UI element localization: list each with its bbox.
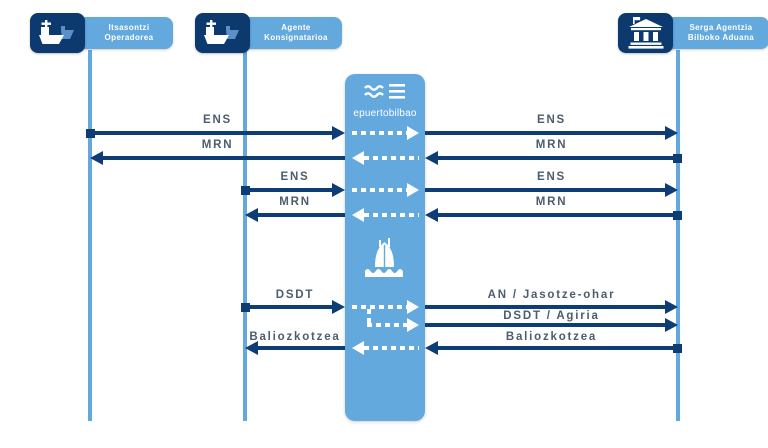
message-line xyxy=(245,305,334,309)
message-label: MRN xyxy=(535,139,568,151)
message-customs-to-hub: MRN xyxy=(425,139,682,167)
ship-front-icon xyxy=(363,237,407,286)
actor-label-line2: Bilboko Aduana xyxy=(687,33,755,42)
message-hub-to-customs: DSDT / Agiria xyxy=(425,310,678,334)
actor-operator: Itsasontzi Operadorea xyxy=(30,13,173,53)
message-origin-marker xyxy=(673,211,682,220)
hub-flow-line xyxy=(352,188,407,192)
message-label: AN / Jasotze-ohar xyxy=(487,289,616,301)
hub-flow-line xyxy=(364,156,419,160)
arrowhead-icon xyxy=(425,208,438,222)
waves-logo-icon xyxy=(364,84,405,99)
lifeline-customs xyxy=(676,50,680,421)
message-label: MRN xyxy=(535,196,568,208)
message-hub-to-customs: ENS xyxy=(425,114,678,142)
customs-building-icon xyxy=(618,13,673,53)
hub-flow-line xyxy=(352,305,407,309)
arrowhead-icon xyxy=(665,126,678,140)
message-origin-marker xyxy=(673,154,682,163)
message-hub-to-customs: ENS xyxy=(425,171,678,199)
message-line xyxy=(425,305,667,309)
arrowhead-icon xyxy=(425,341,438,355)
message-operator-to-hub: ENS xyxy=(86,114,345,142)
hub-flow-arrowhead-icon xyxy=(407,183,419,197)
hub-flow-arrowhead-icon xyxy=(407,318,419,332)
hub-name: epuertobilbao xyxy=(353,108,417,119)
actor-label-line2: Konsignatarioa xyxy=(264,33,328,42)
lifeline-agent xyxy=(243,50,247,421)
message-hub-to-operator: MRN xyxy=(90,139,345,167)
actor-label: Itsasontzi Operadorea xyxy=(77,17,173,49)
message-line xyxy=(101,156,345,160)
message-line xyxy=(425,188,667,192)
message-label: ENS xyxy=(536,171,567,183)
hub-flow-branch-line xyxy=(367,323,407,327)
actor-label: Agente Konsignatarioa xyxy=(242,17,342,49)
message-line xyxy=(245,188,334,192)
actor-label-line1: Serga Agentzia xyxy=(689,23,753,32)
arrowhead-icon xyxy=(245,341,258,355)
hub-flow-arrowhead-icon xyxy=(352,208,364,222)
hub-flow-branch-line xyxy=(367,309,371,323)
message-line xyxy=(436,213,678,217)
hub-flow-line xyxy=(352,131,407,135)
arrowhead-icon xyxy=(90,151,103,165)
message-label: Baliozkotzea xyxy=(249,331,341,343)
arrowhead-icon xyxy=(665,318,678,332)
message-label: MRN xyxy=(279,196,311,208)
message-origin-marker xyxy=(673,344,682,353)
message-origin-marker xyxy=(241,303,250,312)
actor-customs: Serga Agentzia Bilboko Aduana xyxy=(618,13,768,53)
message-agent-to-hub: DSDT xyxy=(241,289,345,316)
message-line xyxy=(425,131,667,135)
message-line xyxy=(256,346,345,350)
message-line xyxy=(436,156,678,160)
hub-flow-line xyxy=(364,346,419,350)
arrowhead-icon xyxy=(332,300,345,314)
message-hub-to-agent: Baliozkotzea xyxy=(245,331,345,357)
lifeline-operator xyxy=(88,50,92,421)
actor-label-line2: Operadorea xyxy=(104,33,154,42)
actor-agent: Agente Konsignatarioa xyxy=(195,13,342,53)
hub-flow-arrowhead-icon xyxy=(352,341,364,355)
message-label: ENS xyxy=(202,114,233,126)
arrowhead-icon xyxy=(332,126,345,140)
message-line xyxy=(436,346,678,350)
message-line xyxy=(425,323,667,327)
arrowhead-icon xyxy=(665,183,678,197)
hub-flow-line xyxy=(364,213,419,217)
message-hub-to-customs: AN / Jasotze-ohar xyxy=(425,289,678,316)
message-label: DSDT xyxy=(275,289,315,301)
hub-logo: epuertobilbao xyxy=(345,82,425,119)
message-customs-to-hub: MRN xyxy=(425,196,682,224)
hub-flow-arrowhead-icon xyxy=(407,126,419,140)
hub-flow-arrowhead-icon xyxy=(407,300,419,314)
arrowhead-icon xyxy=(332,183,345,197)
ship-icon xyxy=(30,13,85,53)
actor-label-line1: Agente xyxy=(281,23,311,32)
message-origin-marker xyxy=(86,129,95,138)
actor-label: Serga Agentzia Bilboko Aduana xyxy=(665,17,768,49)
message-line xyxy=(256,213,345,217)
message-label: ENS xyxy=(536,114,567,126)
arrowhead-icon xyxy=(425,151,438,165)
message-label: Baliozkotzea xyxy=(505,331,598,343)
message-agent-to-hub: ENS xyxy=(241,171,345,199)
actor-label-line1: Itsasontzi xyxy=(108,23,150,32)
message-label: DSDT / Agiria xyxy=(503,310,600,322)
arrowhead-icon xyxy=(665,300,678,314)
message-line xyxy=(90,131,334,135)
hub-flow-arrowhead-icon xyxy=(352,151,364,165)
message-origin-marker xyxy=(241,186,250,195)
ship-icon xyxy=(195,13,250,53)
arrowhead-icon xyxy=(245,208,258,222)
message-label: MRN xyxy=(201,139,234,151)
message-hub-to-agent: MRN xyxy=(245,196,345,224)
message-customs-to-hub: Baliozkotzea xyxy=(425,331,682,357)
message-label: ENS xyxy=(280,171,310,183)
